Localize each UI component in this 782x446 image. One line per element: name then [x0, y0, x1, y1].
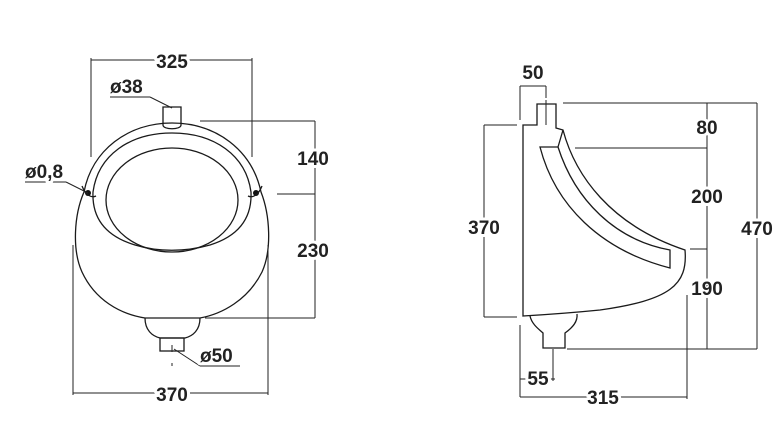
callout-outlet-diameter: ø50	[173, 343, 240, 370]
front-drain-bulb	[144, 317, 201, 339]
front-bowl-basin	[105, 147, 239, 253]
label-inlet-diameter: ø38	[110, 77, 143, 98]
hole-left-boss	[81, 185, 97, 198]
dim-label-lip-to-outlet: 190	[691, 279, 723, 300]
hole-right	[253, 190, 259, 196]
dimension-heights-side: 80 200 190 470	[563, 102, 776, 350]
dim-label-body-height: 370	[468, 218, 500, 239]
callout-inlet-diameter: ø38	[107, 74, 173, 109]
front-rim-inner	[92, 132, 252, 251]
side-drain-bulb	[529, 313, 578, 349]
dim-label-bowl-height: 200	[691, 187, 723, 208]
dim-label-width-bottom: 370	[156, 385, 188, 406]
dimension-325: 325	[90, 49, 253, 157]
dim-label-lower-height: 230	[297, 241, 329, 262]
front-view: 325 ø38 ø0,8 140 230 ø50	[22, 49, 332, 409]
dimension-370-front: 370	[72, 245, 269, 409]
dimension-heights-front: 140 230	[200, 120, 332, 319]
side-view: 50 370 80 200 190 470 55	[465, 60, 776, 412]
dimension-55-side: 55	[519, 325, 555, 397]
dim-label-top-to-rim: 80	[696, 118, 717, 139]
dim-label-upper-height: 140	[297, 149, 329, 170]
dim-label-outlet-offset: 55	[527, 369, 549, 390]
dim-label-depth: 315	[587, 388, 619, 409]
label-outlet-diameter: ø50	[200, 346, 233, 367]
front-bowl-outline	[74, 122, 270, 319]
front-inlet-nozzle	[162, 106, 182, 130]
dimension-370-side: 370	[465, 124, 517, 318]
dimension-315-side: 315	[520, 295, 688, 412]
dim-label-total-height: 470	[741, 219, 773, 240]
label-hole-diameter: ø0,8	[25, 162, 63, 183]
callout-hole-diameter: ø0,8	[22, 159, 89, 194]
dimension-50-side: 50	[519, 60, 547, 120]
side-body-outline	[522, 103, 686, 317]
side-inner-channel	[539, 129, 671, 269]
dim-label-width-top: 325	[156, 52, 188, 73]
hole-right-boss	[247, 185, 263, 198]
dim-label-inlet-offset: 50	[522, 63, 543, 84]
